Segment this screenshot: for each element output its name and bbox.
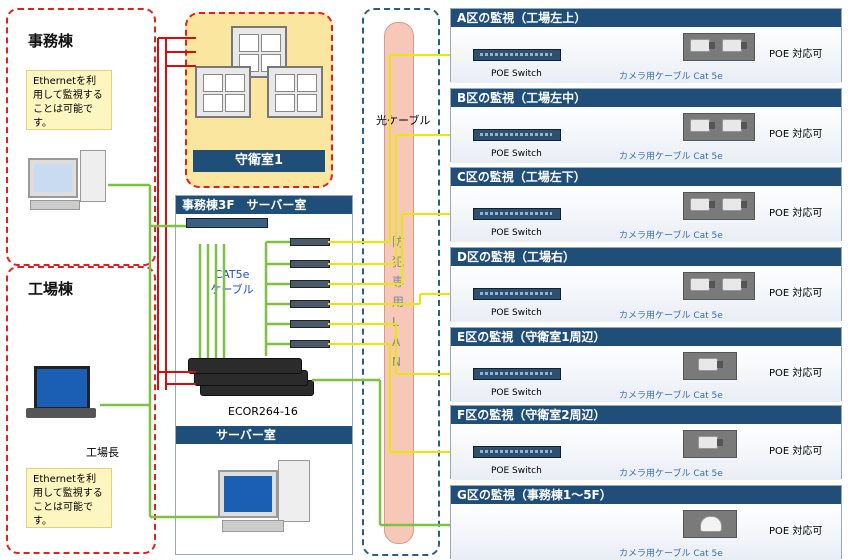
zone-title: B区の監視（工場左中） [451,89,841,107]
camera-group [683,33,755,61]
zone-title: E区の監視（守衛室1周辺） [451,328,841,346]
fiber-cable-label: 光ケーブル [376,114,431,127]
camera-icon [690,278,715,291]
poe-support-label: POE 対応可 [769,129,823,140]
camera-cable-label: カメラ用ケーブル Cat 5e [619,72,723,82]
camera-group [683,430,737,458]
camera-group [683,510,737,538]
camera-cable-label: カメラ用ケーブル Cat 5e [619,231,723,241]
poe-switch-label: POE Switch [491,466,542,476]
poe-support-label: POE 対応可 [769,368,823,379]
security-lan-outline [362,8,440,556]
poe-switch-icon [473,288,561,300]
poe-switch-label: POE Switch [491,388,542,398]
server-pc-icon [218,460,314,536]
camera-cable-label: カメラ用ケーブル Cat 5e [619,152,723,162]
camera-icon [722,278,747,291]
zone-title: F区の監視（守衛室2周辺） [451,406,841,424]
poe-switch-label: POE Switch [491,308,542,318]
poe-support-label: POE 対応可 [769,208,823,219]
camera-icon [722,198,747,211]
poe-switch-icon [473,446,561,458]
poe-support-label: POE 対応可 [769,288,823,299]
zone-panel: F区の監視（守衛室2周辺） POE Switch カメラ用ケーブル Cat 5e PO… [450,405,842,480]
camera-group [683,192,755,220]
poe-switch-icon [473,208,561,220]
poe-switch-icon [473,49,561,61]
camera-cable-label: カメラ用ケーブル Cat 5e [619,391,723,401]
zone-panel: C区の監視（工場左下） POE Switch カメラ用ケーブル Cat 5e POE … [450,167,842,242]
monitor-icon [195,66,251,118]
factory-building-outline [6,266,156,554]
camera-icon [722,39,747,52]
zone-panel: D区の監視（工場右） POE Switch カメラ用ケーブル Cat 5e POE 対… [450,247,842,322]
camera-cable-label: カメラ用ケーブル Cat 5e [619,469,723,479]
cable-label: CAT5e ケーブル [210,268,254,296]
factory-building-title: 工場棟 [28,280,74,298]
camera-icon [690,198,715,211]
dome-camera-icon [700,516,722,532]
switch-icon [290,238,330,246]
core-switch-icon [186,218,268,228]
poe-switch-label: POE Switch [491,149,542,159]
poe-support-label: POE 対応可 [769,526,823,537]
camera-icon [698,358,723,371]
factory-note: Ethernetを利用して監視することは可能です。 [26,468,112,528]
factory-manager-label: 工場長 [86,446,119,459]
server-room-title: 事務棟3F サーバー室 [176,196,352,214]
camera-icon [698,436,723,449]
guard-room-title: 守衛室1 [193,150,325,172]
factory-laptop-icon [26,364,106,424]
zone-title: G区の監視（事務棟1～5F） [451,486,841,504]
security-lan-label: 防犯専用LAN [392,235,405,369]
zone-title: C区の監視（工場左下） [451,168,841,186]
zone-panel: E区の監視（守衛室1周辺） POE Switch カメラ用ケーブル Cat 5e PO… [450,327,842,402]
office-building-outline [6,8,156,266]
dvr-label: ECOR264-16 [228,405,298,418]
guard-room: 守衛室1 [185,12,333,188]
poe-switch-icon [473,129,561,141]
zone-title: A区の監視（工場左上） [451,9,841,27]
server-room-lower-title: サーバー室 [176,426,352,444]
poe-switch-icon [473,368,561,380]
zone-panel: B区の監視（工場左中） POE Switch カメラ用ケーブル Cat 5e POE … [450,88,842,163]
switch-icon [290,300,330,308]
camera-group [683,272,755,300]
dvr-recorder-icon [188,358,302,374]
camera-group [683,113,755,141]
camera-icon [690,119,715,132]
camera-cable-label: カメラ用ケーブル Cat 5e [619,549,723,559]
poe-switch-label: POE Switch [491,69,542,79]
camera-icon [722,119,747,132]
poe-support-label: POE 対応可 [769,49,823,60]
switch-icon [290,340,330,348]
zone-title: D区の監視（工場右） [451,248,841,266]
poe-switch-label: POE Switch [491,228,542,238]
office-desktop-pc-icon [28,150,108,216]
camera-icon [690,39,715,52]
switch-icon [290,320,330,328]
office-building-title: 事務棟 [28,32,74,50]
poe-support-label: POE 対応可 [769,446,823,457]
office-note: Ethernetを利用して監視することは可能です。 [26,70,112,130]
zone-panel: A区の監視（工場左上） POE Switch カメラ用ケーブル Cat 5e POE … [450,8,842,83]
monitor-icon [267,66,323,118]
switch-icon [290,260,330,268]
camera-cable-label: カメラ用ケーブル Cat 5e [619,311,723,321]
switch-icon [290,280,330,288]
zone-panel: G区の監視（事務棟1～5F） カメラ用ケーブル Cat 5e POE 対応可 [450,485,842,560]
camera-group [683,352,737,380]
